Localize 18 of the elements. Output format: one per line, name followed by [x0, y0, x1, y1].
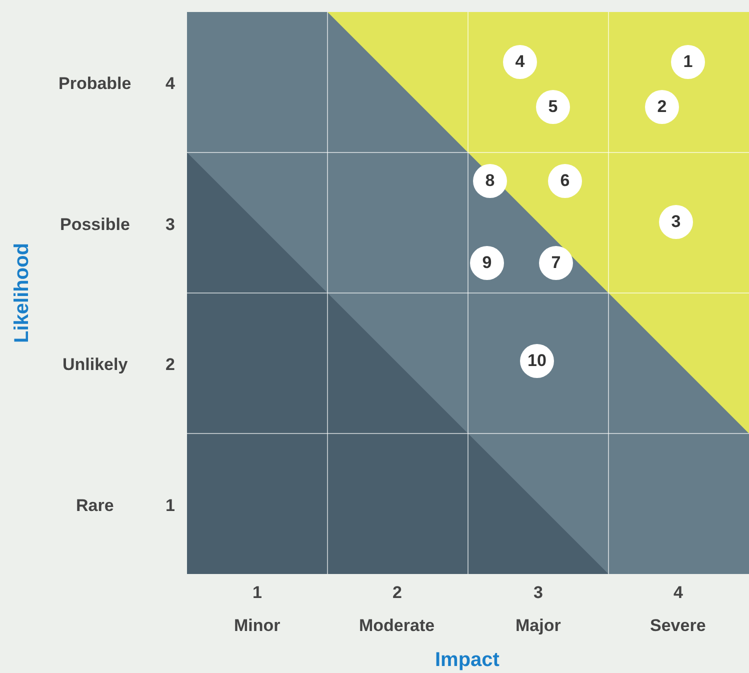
- row-number: 1: [166, 496, 175, 516]
- axis-title: Impact: [435, 650, 500, 670]
- column-label: Major: [516, 616, 561, 636]
- row-number: 3: [166, 215, 175, 235]
- column-label: Minor: [234, 616, 280, 636]
- column-number: 4: [674, 583, 683, 603]
- column-label: Severe: [650, 616, 706, 636]
- axis-title: Likelihood: [12, 243, 32, 343]
- column-number: 3: [534, 583, 543, 603]
- row-label: Possible: [60, 215, 130, 235]
- row-label: Probable: [58, 74, 132, 94]
- column-number: 1: [252, 583, 262, 603]
- row-label: Unlikely: [62, 355, 128, 375]
- row-number: 4: [166, 74, 175, 94]
- row-label: Rare: [76, 496, 114, 516]
- column-label: Moderate: [359, 616, 435, 636]
- row-number: 2: [166, 355, 175, 375]
- column-number: 2: [392, 583, 402, 603]
